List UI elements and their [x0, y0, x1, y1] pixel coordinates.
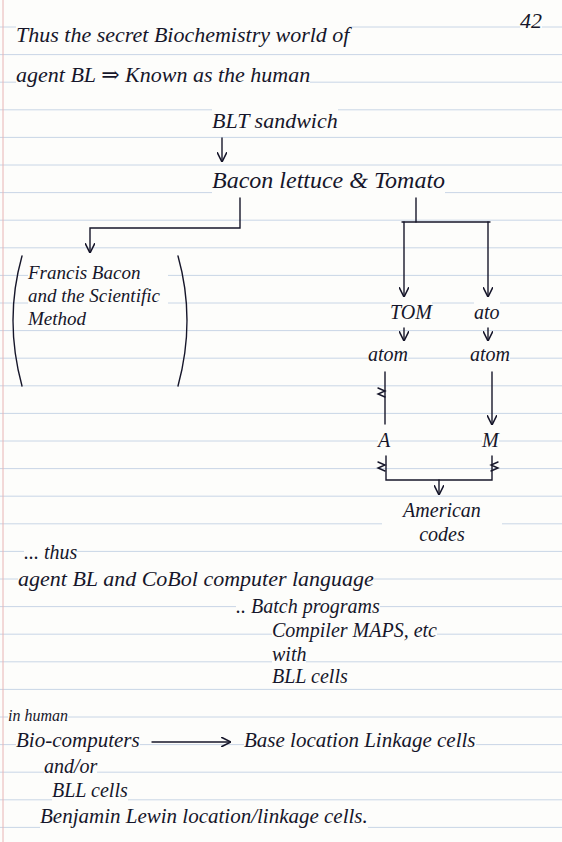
down-arrow — [221, 138, 222, 161]
ruled-line — [0, 689, 562, 690]
ruled-line — [0, 220, 562, 221]
ruled-line — [0, 413, 562, 414]
handwritten-note: Francis Bacon and the Scientific Method — [28, 262, 168, 330]
squiggle — [378, 462, 385, 471]
ruled-line — [0, 441, 562, 442]
branch-arrow — [90, 198, 240, 252]
down-line — [384, 372, 385, 424]
right-arrow — [152, 741, 230, 742]
handwritten-note: Bio-computers — [16, 728, 140, 753]
down-arrow — [403, 222, 404, 296]
ruled-line — [0, 385, 562, 386]
handwritten-note: atom — [368, 342, 408, 366]
down-arrow — [491, 372, 492, 424]
down-arrow — [403, 328, 404, 340]
handwritten-note: BLL cells — [52, 778, 128, 802]
handwritten-note: with — [272, 642, 306, 666]
bracket — [178, 256, 187, 386]
handwritten-note: 42 — [520, 8, 542, 34]
handwritten-note: and/or — [44, 754, 97, 778]
ruled-line — [0, 137, 562, 138]
handwritten-note: M — [482, 428, 499, 452]
down-arrow — [487, 222, 488, 296]
handwritten-note: Base location Linkage cells — [244, 728, 476, 753]
branch-line — [402, 221, 490, 222]
down-arrow — [438, 480, 439, 494]
squiggle — [491, 462, 498, 471]
ruled-line — [0, 551, 562, 552]
branch-line — [415, 198, 416, 222]
handwritten-note: agent BL and CoBol computer language — [18, 566, 374, 592]
squiggle — [378, 388, 385, 397]
margin-line — [3, 0, 4, 842]
handwritten-note: in human — [8, 706, 68, 725]
ruled-line — [0, 717, 562, 718]
down-arrow — [487, 328, 488, 340]
handwritten-note: atom — [470, 342, 510, 366]
handwritten-note: agent BL ⇒ Known as the human — [16, 62, 310, 88]
handwritten-note: TOM — [390, 300, 432, 324]
handwritten-note: Bacon lettuce & Tomato — [212, 166, 445, 195]
handwritten-note: A — [378, 428, 390, 452]
handwritten-note: Compiler MAPS, etc — [272, 618, 437, 642]
merge-line — [386, 456, 492, 480]
handwritten-note: BLT sandwich — [212, 108, 338, 134]
ruled-line — [0, 496, 562, 497]
handwritten-note: American codes — [382, 498, 502, 546]
bracket — [13, 256, 22, 386]
ruled-line — [0, 468, 562, 469]
ruled-line — [0, 247, 562, 248]
handwritten-note: ato — [474, 300, 500, 324]
handwritten-note: Benjamin Lewin location/linkage cells. — [40, 804, 368, 829]
handwritten-note: Thus the secret Biochemistry world of — [16, 22, 349, 48]
ruled-line — [0, 54, 562, 55]
handwritten-note: BLL cells — [272, 664, 348, 688]
handwritten-note: .. Batch programs — [236, 594, 380, 618]
handwritten-note: ... thus — [24, 540, 77, 564]
